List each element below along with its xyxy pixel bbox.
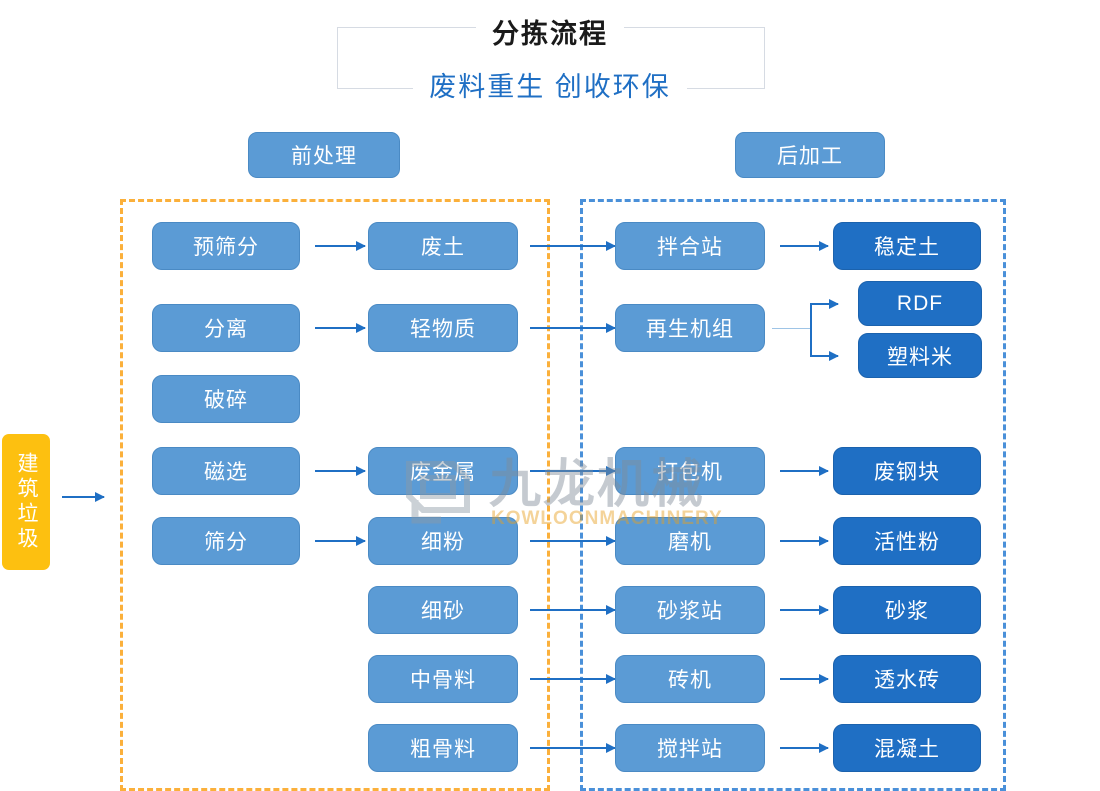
node-material-5[interactable]: 细砂 bbox=[368, 586, 518, 634]
page-subtitle-text: 废料重生 创收环保 bbox=[413, 72, 687, 102]
node-product-7-label: 透水砖 bbox=[874, 669, 940, 692]
node-material-2-label: 轻物质 bbox=[410, 318, 476, 341]
node-product-2[interactable]: RDF bbox=[858, 281, 982, 326]
node-material-7-label: 粗骨料 bbox=[410, 738, 476, 761]
arrow-branch-to-plastic bbox=[810, 351, 839, 361]
input-node-label: 建筑垃圾 bbox=[15, 452, 38, 552]
branch-stem-line bbox=[772, 328, 812, 329]
node-equipment-7[interactable]: 搅拌站 bbox=[615, 724, 765, 772]
node-material-5-label: 细砂 bbox=[421, 600, 465, 623]
arrow-mat1-to-eq1 bbox=[530, 241, 616, 251]
node-product-5[interactable]: 活性粉 bbox=[833, 517, 981, 565]
arrow-eq1-to-prod1 bbox=[780, 241, 829, 251]
node-equipment-5-label: 砂浆站 bbox=[657, 600, 723, 623]
node-material-3[interactable]: 废金属 bbox=[368, 447, 518, 495]
arrow-mat3-to-eq3 bbox=[530, 466, 616, 476]
node-equipment-1[interactable]: 拌合站 bbox=[615, 222, 765, 270]
arrow-branch-to-rdf bbox=[810, 299, 839, 309]
node-material-2[interactable]: 轻物质 bbox=[368, 304, 518, 352]
node-pre-5[interactable]: 筛分 bbox=[152, 517, 300, 565]
node-pre-5-label: 筛分 bbox=[204, 531, 248, 554]
arrow-mat6-to-eq6 bbox=[530, 674, 616, 684]
page-title-text: 分拣流程 bbox=[476, 19, 624, 49]
section-header-post-process-label: 后加工 bbox=[777, 145, 843, 168]
node-pre-2[interactable]: 分离 bbox=[152, 304, 300, 352]
node-product-8[interactable]: 混凝土 bbox=[833, 724, 981, 772]
node-material-1[interactable]: 废土 bbox=[368, 222, 518, 270]
node-material-6[interactable]: 中骨料 bbox=[368, 655, 518, 703]
arrow-eq5-to-prod6 bbox=[780, 605, 829, 615]
node-product-4[interactable]: 废钢块 bbox=[833, 447, 981, 495]
input-node-construction-waste[interactable]: 建筑垃圾 bbox=[2, 434, 50, 570]
node-equipment-6-label: 砖机 bbox=[668, 669, 712, 692]
arrow-pre1-to-mat1 bbox=[315, 241, 366, 251]
node-product-2-label: RDF bbox=[896, 291, 944, 315]
node-equipment-3-label: 打包机 bbox=[657, 461, 723, 484]
arrow-eq4-to-prod5 bbox=[780, 536, 829, 546]
panel-pre-process bbox=[120, 199, 550, 791]
panel-post-process bbox=[580, 199, 1006, 791]
node-equipment-7-label: 搅拌站 bbox=[657, 738, 723, 761]
node-product-1-label: 稳定土 bbox=[874, 236, 940, 259]
node-material-7[interactable]: 粗骨料 bbox=[368, 724, 518, 772]
node-equipment-4[interactable]: 磨机 bbox=[615, 517, 765, 565]
node-equipment-1-label: 拌合站 bbox=[657, 236, 723, 259]
arrow-mat4-to-eq4 bbox=[530, 536, 616, 546]
node-product-5-label: 活性粉 bbox=[874, 531, 940, 554]
node-material-3-label: 废金属 bbox=[410, 461, 476, 484]
arrow-mat7-to-eq7 bbox=[530, 743, 616, 753]
arrow-pre5-to-mat4 bbox=[315, 536, 366, 546]
node-pre-3-label: 破碎 bbox=[204, 389, 248, 412]
arrow-eq7-to-prod8 bbox=[780, 743, 829, 753]
arrow-eq6-to-prod7 bbox=[780, 674, 829, 684]
node-pre-3[interactable]: 破碎 bbox=[152, 375, 300, 423]
section-header-post-process[interactable]: 后加工 bbox=[735, 132, 885, 178]
node-equipment-2-label: 再生机组 bbox=[646, 318, 734, 341]
node-product-1[interactable]: 稳定土 bbox=[833, 222, 981, 270]
node-product-3[interactable]: 塑料米 bbox=[858, 333, 982, 378]
arrow-pre2-to-mat2 bbox=[315, 323, 366, 333]
page-subtitle: 废料重生 创收环保 bbox=[0, 65, 1100, 104]
branch-vertical-line bbox=[810, 304, 812, 356]
section-header-pre-process[interactable]: 前处理 bbox=[248, 132, 400, 178]
node-pre-1-label: 预筛分 bbox=[193, 236, 259, 259]
node-material-6-label: 中骨料 bbox=[410, 669, 476, 692]
arrow-input-to-preprocess bbox=[62, 492, 105, 502]
arrow-eq3-to-prod4 bbox=[780, 466, 829, 476]
node-pre-4-label: 磁选 bbox=[204, 461, 248, 484]
node-material-4[interactable]: 细粉 bbox=[368, 517, 518, 565]
arrow-pre4-to-mat3 bbox=[315, 466, 366, 476]
node-product-6[interactable]: 砂浆 bbox=[833, 586, 981, 634]
section-header-pre-process-label: 前处理 bbox=[291, 145, 357, 168]
node-equipment-5[interactable]: 砂浆站 bbox=[615, 586, 765, 634]
node-material-1-label: 废土 bbox=[421, 236, 465, 259]
node-pre-2-label: 分离 bbox=[204, 318, 248, 341]
node-product-3-label: 塑料米 bbox=[887, 345, 953, 369]
node-product-6-label: 砂浆 bbox=[885, 600, 929, 623]
page-title: 分拣流程 bbox=[0, 12, 1100, 51]
node-product-4-label: 废钢块 bbox=[874, 461, 940, 484]
node-equipment-2[interactable]: 再生机组 bbox=[615, 304, 765, 352]
node-product-7[interactable]: 透水砖 bbox=[833, 655, 981, 703]
arrow-mat2-to-eq2 bbox=[530, 323, 616, 333]
node-equipment-4-label: 磨机 bbox=[668, 531, 712, 554]
node-pre-1[interactable]: 预筛分 bbox=[152, 222, 300, 270]
node-equipment-3[interactable]: 打包机 bbox=[615, 447, 765, 495]
node-material-4-label: 细粉 bbox=[421, 531, 465, 554]
arrow-mat5-to-eq5 bbox=[530, 605, 616, 615]
node-product-8-label: 混凝土 bbox=[874, 738, 940, 761]
node-pre-4[interactable]: 磁选 bbox=[152, 447, 300, 495]
node-equipment-6[interactable]: 砖机 bbox=[615, 655, 765, 703]
